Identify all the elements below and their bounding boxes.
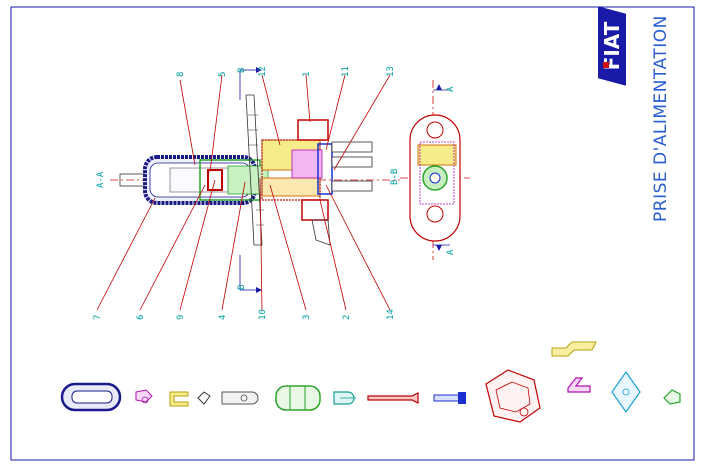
part-teal-clip [333, 391, 356, 405]
part-sleeve [60, 382, 122, 412]
bb-yellow-block [417, 144, 457, 166]
top-bracket [297, 119, 329, 141]
section-arrow-b-bottom [239, 255, 262, 293]
callout-3: 3 [302, 315, 312, 320]
drawing-title: PRISE D'ALIMENTATION [651, 15, 671, 222]
label-b-top: B [237, 68, 247, 73]
part-yellow-bracket [551, 341, 597, 357]
callout-2: 2 [342, 315, 352, 320]
section-view-bb [400, 80, 470, 260]
callout-6: 6 [136, 315, 146, 320]
wire-terminal-3 [331, 180, 373, 192]
blue-clip [317, 143, 333, 195]
part-red-housing [485, 369, 541, 423]
wire-terminal-2 [331, 156, 373, 168]
red-seal [207, 169, 223, 191]
mounting-plate [245, 94, 263, 246]
sheet-border [10, 6, 695, 461]
label-section-bb: B-B [390, 169, 400, 185]
bb-inner-outline [419, 141, 455, 205]
lower-tab [311, 219, 331, 246]
wire-terminal-1 [331, 141, 373, 153]
part-grey-body [221, 391, 259, 405]
exploded-parts [60, 341, 681, 423]
part-green-small [663, 389, 681, 405]
bolt-hole-bottom [426, 205, 444, 223]
callout-13: 13 [386, 66, 396, 77]
part-blue-pin [433, 392, 466, 404]
label-a-top: A [446, 86, 456, 92]
label-section-aa: A-A [96, 171, 106, 188]
fiat-logo: FIAT [598, 6, 626, 86]
section-arrow-b-top [239, 67, 262, 100]
callout-10: 10 [258, 309, 268, 320]
part-yellow-fork [169, 391, 189, 407]
callout-9: 9 [176, 315, 186, 320]
bolt-hole-top [426, 121, 444, 139]
part-small-bracket [197, 391, 211, 405]
bb-core [429, 172, 441, 184]
part-red-pin [367, 392, 419, 404]
callout-5: 5 [218, 72, 228, 77]
part-cyan-diamond [611, 370, 641, 414]
callout-7: 7 [93, 315, 103, 320]
leader-lines [96, 74, 391, 311]
part-green-connector [275, 385, 321, 411]
logo-accent [603, 62, 609, 68]
part-small-clip [135, 389, 153, 404]
callout-14: 14 [386, 309, 396, 320]
label-a-bottom: A [446, 249, 456, 255]
section-arrow-a-bottom [433, 244, 450, 251]
callout-1: 1 [302, 72, 312, 77]
part-magenta-bracket [567, 377, 591, 393]
callout-12: 12 [258, 66, 268, 77]
terminal-core [291, 149, 323, 179]
section-arrow-a-top [433, 84, 450, 91]
label-b-bottom: B [237, 285, 247, 290]
callout-4: 4 [218, 315, 228, 320]
main-section-view [110, 94, 400, 246]
callout-11: 11 [341, 66, 351, 77]
callout-8: 8 [176, 72, 186, 77]
